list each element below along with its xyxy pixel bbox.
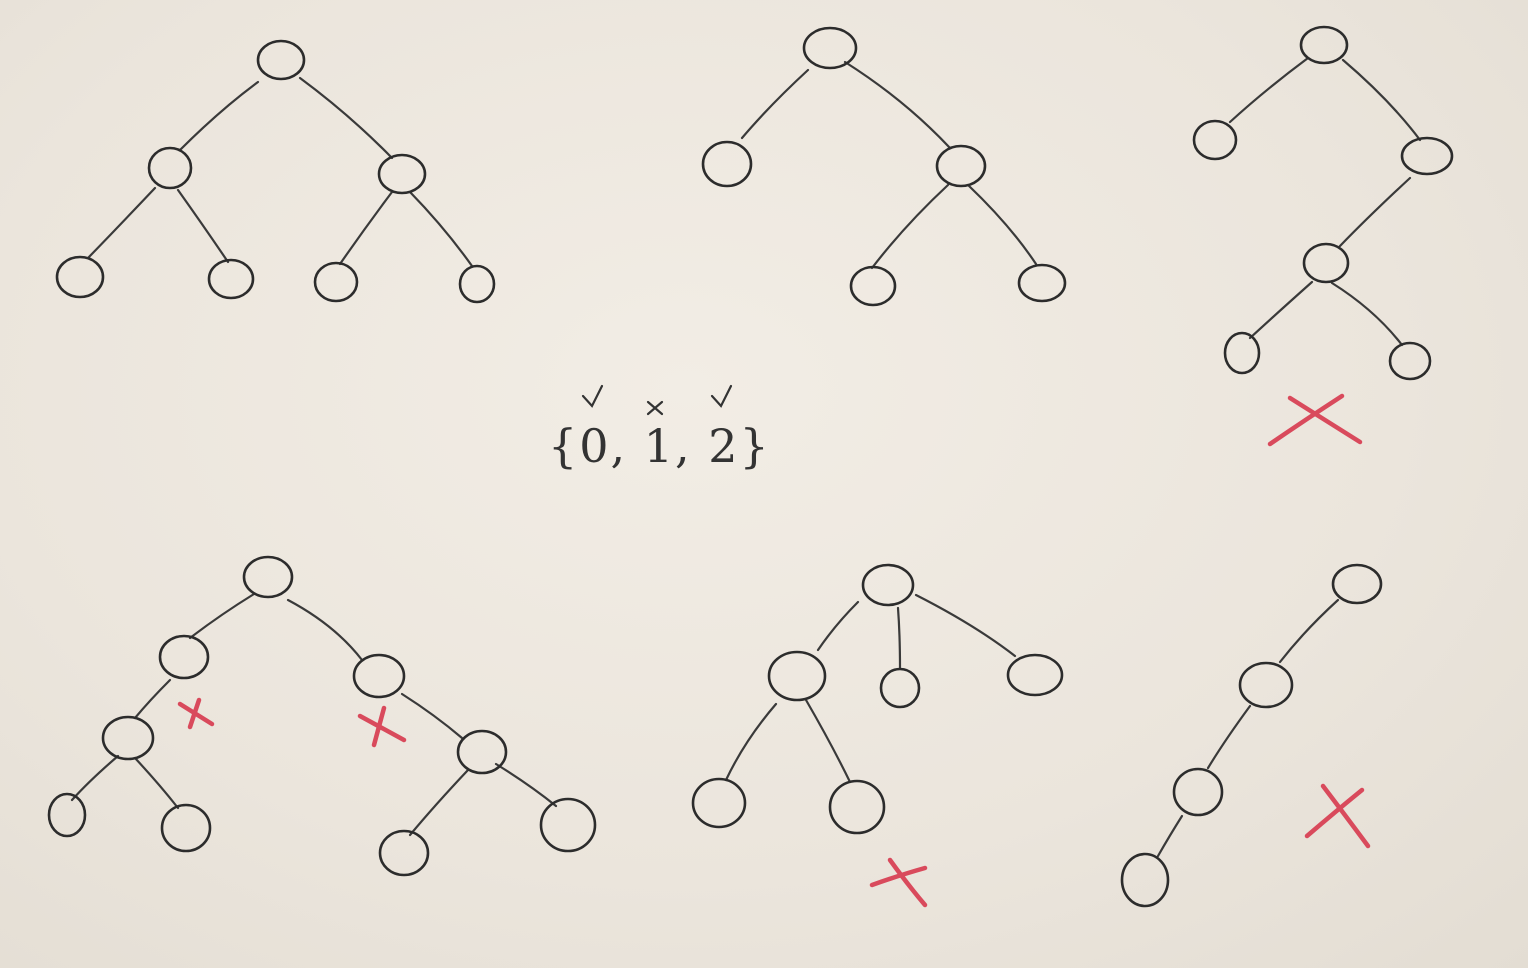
tree-node: [1331, 563, 1383, 605]
tree-node: [377, 153, 427, 195]
edge: [70, 754, 120, 802]
degree-set-annotation: {0, 1, 2}: [548, 384, 771, 473]
tree-node: [1299, 25, 1349, 65]
tree-node: [456, 729, 508, 775]
reject-cross: [177, 697, 215, 730]
edge: [966, 183, 1038, 266]
set-text: {0, 1, 2}: [548, 419, 771, 473]
edge: [724, 702, 778, 782]
edge: [408, 190, 474, 268]
edge: [176, 188, 230, 264]
edge: [298, 76, 394, 160]
tree-node: [1172, 767, 1224, 817]
check-mark-icon: [710, 384, 733, 408]
edge: [286, 598, 364, 662]
tree-node: [767, 650, 827, 702]
tree-node: [1192, 119, 1238, 161]
reject-cross: [1304, 783, 1371, 849]
tree-perfect: [55, 39, 496, 304]
tree-node: [160, 803, 212, 853]
edge: [408, 768, 470, 837]
tree-one-child-nodes: [47, 555, 597, 877]
edge: [896, 606, 902, 670]
edge: [188, 592, 256, 640]
tree-node: [691, 777, 747, 829]
tree-node: [242, 555, 294, 599]
tree-node: [861, 563, 915, 607]
edge: [740, 68, 810, 140]
edge: [1156, 814, 1184, 858]
cross-mark-icon: [646, 400, 664, 416]
tree-full-right-subtree: [701, 26, 1067, 307]
edge: [1248, 280, 1314, 340]
tree-node: [1223, 331, 1261, 375]
edge: [843, 60, 952, 150]
reject-cross: [1267, 393, 1363, 447]
edge: [870, 183, 950, 270]
tree-node: [849, 265, 897, 307]
check-mark-icon: [581, 384, 604, 408]
tree-node: [101, 715, 155, 761]
tree-node: [1400, 136, 1454, 176]
edge: [86, 186, 157, 260]
reject-cross: [357, 705, 407, 748]
edge: [338, 190, 394, 266]
tree-three-children: [691, 563, 1064, 908]
tree-node: [879, 667, 921, 709]
edge: [178, 80, 260, 152]
tree-node: [458, 264, 496, 304]
tree-node: [352, 653, 406, 699]
tree-node: [47, 792, 87, 838]
edge: [1278, 598, 1340, 664]
tree-node: [313, 261, 359, 303]
tree-node: [802, 26, 858, 70]
edge: [1206, 704, 1252, 770]
edge: [133, 756, 180, 810]
edge: [494, 762, 558, 808]
edge: [1330, 281, 1404, 347]
tree-node: [935, 144, 987, 188]
reject-cross: [869, 857, 928, 908]
tree-node: [378, 829, 430, 877]
edge: [1228, 56, 1310, 124]
tree-unbalanced-right: [1192, 25, 1454, 447]
edge: [400, 692, 464, 740]
edge: [1341, 58, 1422, 142]
tree-node: [539, 797, 597, 853]
tree-node: [1017, 263, 1067, 303]
tree-node: [701, 140, 753, 188]
tree-node: [256, 39, 306, 81]
tree-node: [55, 255, 105, 299]
tree-node: [1120, 852, 1170, 908]
tree-node: [147, 146, 193, 190]
tree-node: [1006, 653, 1064, 697]
edge: [133, 678, 172, 720]
edge: [1338, 176, 1412, 248]
tree-node: [1388, 341, 1432, 381]
tree-chain: [1120, 563, 1383, 908]
tree-node: [1302, 242, 1350, 284]
edge: [804, 698, 852, 784]
tree-node: [158, 634, 210, 680]
tree-node: [207, 258, 255, 300]
edge: [816, 600, 860, 652]
tree-node: [828, 779, 886, 835]
tree-node: [1238, 661, 1294, 709]
edge: [914, 593, 1017, 658]
